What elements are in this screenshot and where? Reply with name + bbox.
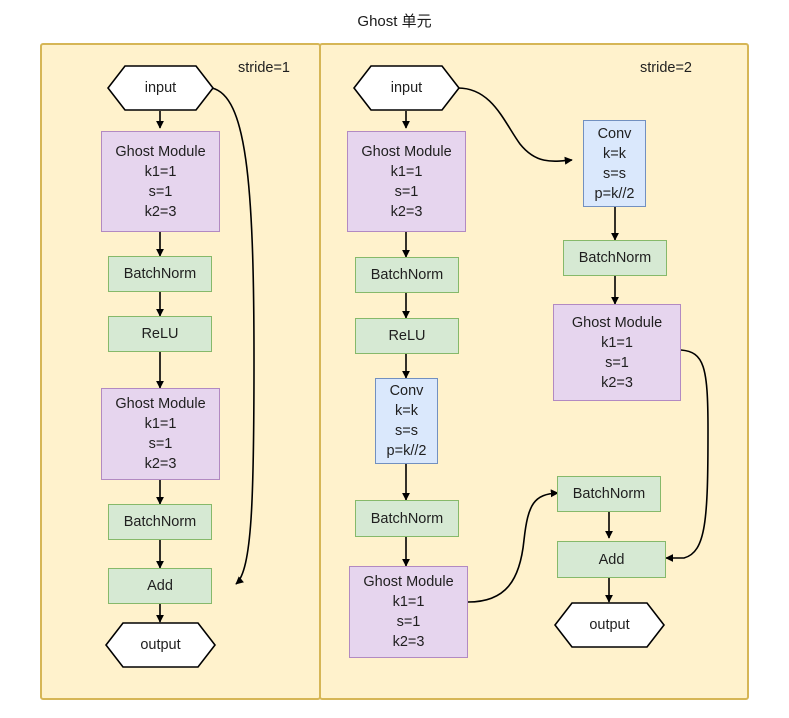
- node-batchnorm-1-stride1[interactable]: BatchNorm: [108, 256, 212, 292]
- node-param-k2: k2=3: [390, 203, 423, 220]
- node-param-k2: k2=3: [601, 374, 633, 391]
- node-batchnorm-2-shortcut-stride2[interactable]: BatchNorm: [557, 476, 661, 512]
- node-label: BatchNorm: [123, 266, 197, 282]
- node-batchnorm-2-stride1[interactable]: BatchNorm: [108, 504, 212, 540]
- node-title: Ghost Module: [363, 574, 454, 590]
- node-param-k1: k1=1: [144, 416, 177, 432]
- node-param-k2: k2=3: [392, 634, 425, 650]
- node-batchnorm-1-shortcut-stride2[interactable]: BatchNorm: [563, 240, 667, 276]
- node-param-s: s=1: [148, 183, 173, 200]
- node-relu-stride2[interactable]: ReLU: [355, 318, 459, 354]
- node-param-k1: k1=1: [144, 163, 177, 180]
- node-add-stride1[interactable]: Add: [108, 568, 212, 604]
- node-param-k2: k2=3: [144, 203, 177, 220]
- node-ghost-module-1-stride2[interactable]: Ghost Module k1=1 s=1 k2=3: [347, 131, 466, 232]
- node-param-k1: k1=1: [601, 334, 633, 351]
- node-param-s: s=1: [605, 354, 629, 371]
- edge-skip-left: [211, 87, 255, 585]
- node-title: Conv: [597, 125, 632, 142]
- hexagon-shape: [105, 622, 216, 668]
- hexagon-shape: [107, 65, 214, 111]
- node-label: ReLU: [388, 328, 426, 344]
- node-ghost-module-shortcut-stride2[interactable]: Ghost Module k1=1 s=1 k2=3: [553, 304, 681, 401]
- node-conv-main-stride2[interactable]: Conv k=k s=s p=k//2: [375, 378, 438, 464]
- edge-ghost2-to-bn-right: [467, 489, 559, 603]
- node-ghost-module-2-stride1[interactable]: Ghost Module k1=1 s=1 k2=3: [101, 388, 220, 480]
- node-label: BatchNorm: [370, 510, 444, 527]
- node-label: input: [144, 80, 177, 96]
- node-batchnorm-1-stride2[interactable]: BatchNorm: [355, 257, 459, 293]
- node-param-s: s=s: [395, 423, 418, 439]
- node-title: Ghost Module: [115, 396, 206, 412]
- node-batchnorm-2-stride2[interactable]: BatchNorm: [355, 500, 459, 537]
- node-title: Ghost Module: [361, 143, 452, 160]
- node-param-s: s=1: [394, 183, 419, 200]
- node-param-p: p=k//2: [386, 443, 427, 459]
- node-label: BatchNorm: [370, 267, 444, 283]
- node-param-s: s=s: [603, 165, 626, 182]
- node-label: BatchNorm: [578, 250, 652, 266]
- node-ghost-module-2-stride2[interactable]: Ghost Module k1=1 s=1 k2=3: [349, 566, 468, 658]
- node-label: output: [589, 617, 630, 633]
- node-label: BatchNorm: [123, 514, 197, 530]
- node-relu-stride1[interactable]: ReLU: [108, 316, 212, 352]
- node-title: Ghost Module: [571, 314, 663, 331]
- node-ghost-module-1-stride1[interactable]: Ghost Module k1=1 s=1 k2=3: [101, 131, 220, 232]
- page-title: Ghost 单元: [357, 13, 432, 30]
- node-label: output: [140, 637, 181, 653]
- edge-skip-right: [665, 349, 709, 562]
- node-output-stride2[interactable]: output: [554, 602, 665, 648]
- hexagon-shape: [353, 65, 460, 111]
- node-label: Add: [598, 551, 625, 568]
- node-add-stride2[interactable]: Add: [557, 541, 666, 578]
- node-conv-shortcut-stride2[interactable]: Conv k=k s=s p=k//2: [583, 120, 646, 207]
- stride-label-1: stride=1: [238, 60, 290, 76]
- node-label: input: [390, 80, 423, 96]
- stride-label-2: stride=2: [640, 60, 692, 76]
- node-label: ReLU: [141, 326, 179, 342]
- node-param-k1: k1=1: [392, 594, 425, 610]
- node-param-s: s=1: [396, 614, 421, 630]
- node-param-s: s=1: [148, 436, 173, 452]
- node-param-k: k=k: [395, 403, 418, 419]
- node-title: Ghost Module: [115, 143, 206, 160]
- node-param-k1: k1=1: [390, 163, 423, 180]
- node-title: Conv: [389, 383, 424, 399]
- hexagon-shape: [554, 602, 665, 648]
- node-label: Add: [147, 578, 173, 594]
- node-output-stride1[interactable]: output: [105, 622, 216, 668]
- node-param-k2: k2=3: [144, 456, 177, 472]
- node-input-stride1[interactable]: input: [107, 65, 214, 111]
- node-label: BatchNorm: [572, 486, 646, 502]
- node-input-stride2[interactable]: input: [353, 65, 460, 111]
- node-param-p: p=k//2: [594, 185, 635, 202]
- edge-input-to-conv-right: [457, 87, 573, 165]
- node-param-k: k=k: [603, 145, 626, 162]
